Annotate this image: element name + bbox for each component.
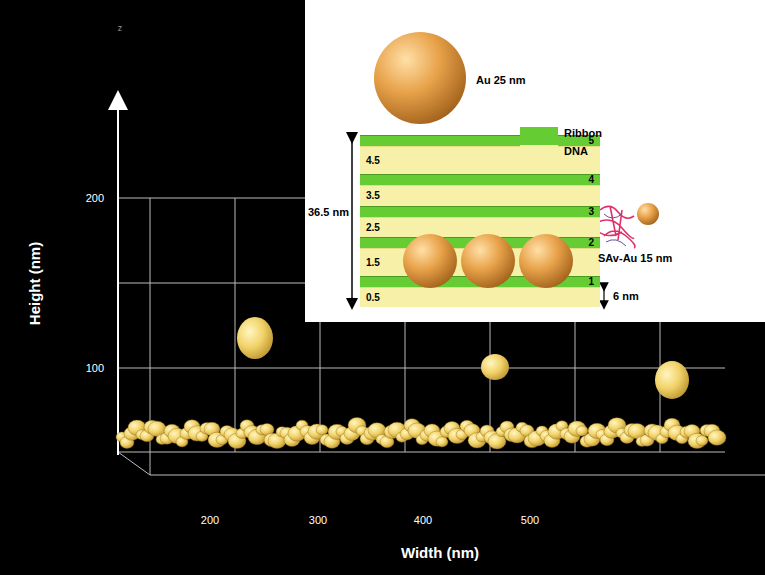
axis-title: Width (nm) <box>401 545 479 560</box>
layer-number: 2.5 <box>366 223 380 233</box>
dna-band: 0.5 <box>360 287 600 307</box>
axis-letter: z <box>118 24 123 33</box>
legend-swatch <box>520 127 558 139</box>
tick-label: 100 <box>86 363 104 374</box>
tick-label: 300 <box>309 515 327 526</box>
layer-number: 4 <box>588 175 594 185</box>
layer-number: 3 <box>588 207 594 217</box>
layer-number: 0.5 <box>366 293 380 303</box>
layer-number: 3.5 <box>366 191 380 201</box>
conjugate-label: SAv-Au 15 nm <box>598 253 672 264</box>
layer-number: 4.5 <box>366 156 380 166</box>
legend-label: Ribbon <box>564 126 602 140</box>
ribbon-band: 3 <box>360 206 600 217</box>
dna-band: 3.5 <box>360 185 600 206</box>
tick-label: 500 <box>521 515 539 526</box>
tick-label: 200 <box>201 515 219 526</box>
layer-number: 2 <box>588 238 594 248</box>
tick-label: 200 <box>86 193 104 204</box>
layer-number: 1 <box>588 277 594 287</box>
tick-label: 400 <box>414 515 432 526</box>
dna-band: 2.5 <box>360 217 600 237</box>
layer-number: 1.5 <box>366 258 380 268</box>
dna-band: 1.5 <box>360 248 600 276</box>
legend-label: DNA <box>564 144 588 158</box>
ribbon-band: 4 <box>360 174 600 185</box>
axis-title: Height (nm) <box>28 241 43 324</box>
dimension-label: 6 nm <box>613 291 639 302</box>
ribbon-band: 1 <box>360 276 600 287</box>
dimension-label: 36.5 nm <box>308 207 349 218</box>
ribbon-band: 2 <box>360 237 600 248</box>
sphere-label: Au 25 nm <box>476 75 526 86</box>
legend-swatch <box>520 145 558 157</box>
